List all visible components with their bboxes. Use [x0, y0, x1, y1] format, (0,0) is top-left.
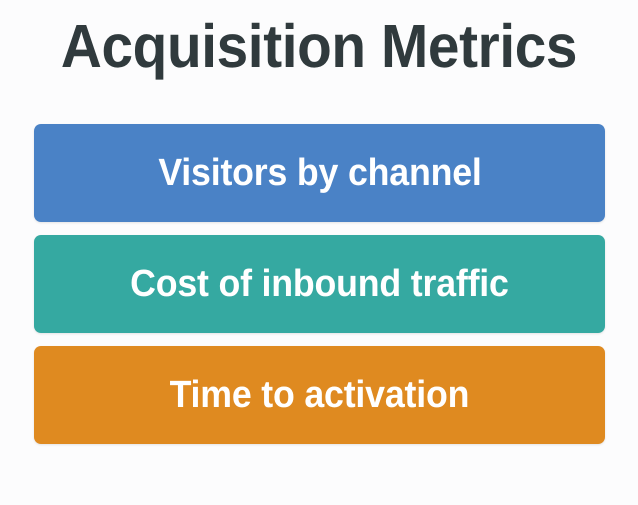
metric-bar-cost-of-inbound-traffic[interactable]: Cost of inbound traffic	[34, 235, 605, 333]
page-title: Acquisition Metrics	[60, 12, 578, 80]
metric-bar-list: Visitors by channel Cost of inbound traf…	[34, 124, 605, 444]
metric-bar-time-to-activation[interactable]: Time to activation	[34, 346, 605, 444]
metric-bar-label: Time to activation	[169, 374, 470, 416]
metric-bar-label: Cost of inbound traffic	[130, 263, 509, 305]
metric-bar-visitors-by-channel[interactable]: Visitors by channel	[34, 124, 605, 222]
metric-bar-label: Visitors by channel	[157, 152, 482, 194]
